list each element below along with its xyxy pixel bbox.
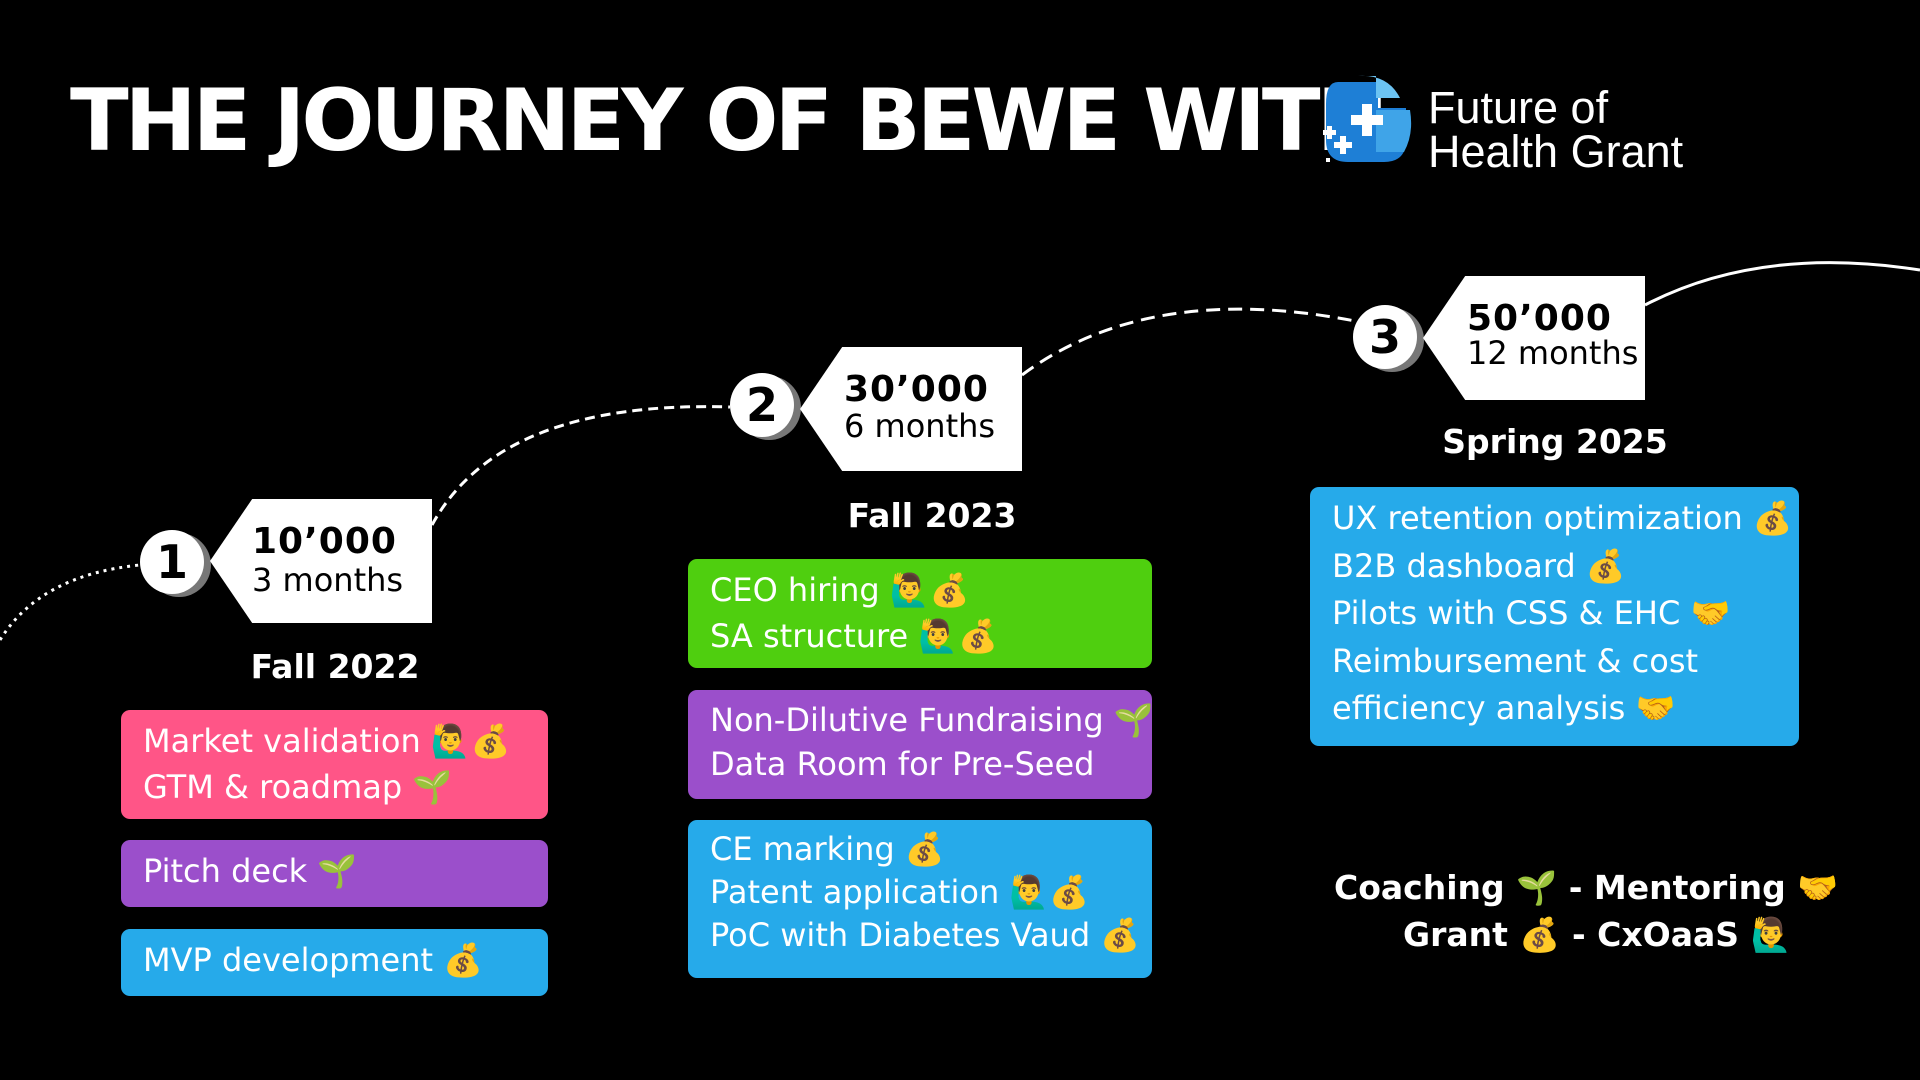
stage-1-card-1: Market validation 🙋‍♂️💰 GTM & roadmap 🌱 — [121, 710, 548, 819]
path-segment-2-3 — [1021, 307, 1361, 377]
stage-1-amount: 10’000 — [252, 521, 397, 562]
future-of-health-grant-logo-icon — [1323, 75, 1412, 162]
card-line: CE marking 💰 — [710, 830, 945, 868]
stage-2-season: Fall 2023 — [847, 496, 1017, 535]
card-line: Market validation 🙋‍♂️💰 — [143, 722, 511, 760]
card-line: B2B dashboard 💰 — [1332, 546, 1626, 585]
stage-2-amount: 30’000 — [844, 369, 989, 410]
stage-1-badge: 10’000 3 months — [210, 499, 432, 623]
logo-line-2: Health Grant — [1428, 126, 1684, 177]
stage-3-card-1: UX retention optimization 💰 B2B dashboar… — [1310, 487, 1799, 746]
card-line: CEO hiring 🙋‍♂️💰 — [710, 571, 970, 609]
stage-3-badge: 50’000 12 months — [1423, 276, 1645, 400]
stage-2-duration: 6 months — [844, 407, 996, 445]
card-line: Data Room for Pre-Seed — [710, 745, 1095, 783]
card-line: GTM & roadmap 🌱 — [143, 768, 453, 806]
stage-2-badge: 30’000 6 months — [800, 347, 1022, 471]
card-line: Reimbursement & cost — [1332, 641, 1699, 680]
card-line: MVP development 💰 — [143, 941, 484, 979]
stage-1-card-3: MVP development 💰 — [121, 929, 548, 996]
stage-3-number: 3 — [1353, 305, 1417, 369]
stage-1-season: Fall 2022 — [250, 647, 420, 686]
card-line: PoC with Diabetes Vaud 💰 — [710, 916, 1141, 954]
logo-line-1: Future of — [1428, 82, 1609, 133]
stage-2-number: 2 — [730, 373, 794, 437]
path-segment-start — [0, 563, 141, 641]
stage-2-card-1: CEO hiring 🙋‍♂️💰 SA structure 🙋‍♂️💰 — [688, 559, 1152, 668]
card-line: Pilots with CSS & EHC 🤝 — [1332, 594, 1731, 632]
card-line: efficiency analysis 🤝 — [1332, 689, 1676, 727]
stage-1-card-2: Pitch deck 🌱 — [121, 840, 548, 907]
stage-2-card-2: Non-Dilutive Fundraising 🌱 Data Room for… — [688, 690, 1154, 799]
stage-3-duration: 12 months — [1467, 334, 1639, 372]
card-line: UX retention optimization 💰 — [1332, 499, 1793, 537]
page-title: THE JOURNEY OF BEWE WITH — [70, 71, 1389, 171]
path-segment-end — [1644, 261, 1920, 307]
card-line: Non-Dilutive Fundraising 🌱 — [710, 701, 1154, 739]
card-line: SA structure 🙋‍♂️💰 — [710, 617, 999, 655]
stage-3-amount: 50’000 — [1467, 298, 1612, 339]
logo-wordmark: Future of Health Grant — [1428, 82, 1684, 177]
legend-line-2: Grant 💰 - CxOaaS 🙋‍♂️ — [1403, 915, 1792, 954]
stage-1-duration: 3 months — [252, 561, 404, 599]
stage-3-season: Spring 2025 — [1442, 422, 1668, 461]
stage-1-number: 1 — [140, 530, 204, 594]
card-line: Pitch deck 🌱 — [143, 852, 358, 890]
legend-line-1: Coaching 🌱 - Mentoring 🤝 — [1334, 868, 1839, 907]
stage-2-card-3: CE marking 💰 Patent application 🙋‍♂️💰 Po… — [688, 820, 1152, 978]
path-segment-1-2 — [430, 405, 731, 526]
card-line: Patent application 🙋‍♂️💰 — [710, 873, 1090, 911]
